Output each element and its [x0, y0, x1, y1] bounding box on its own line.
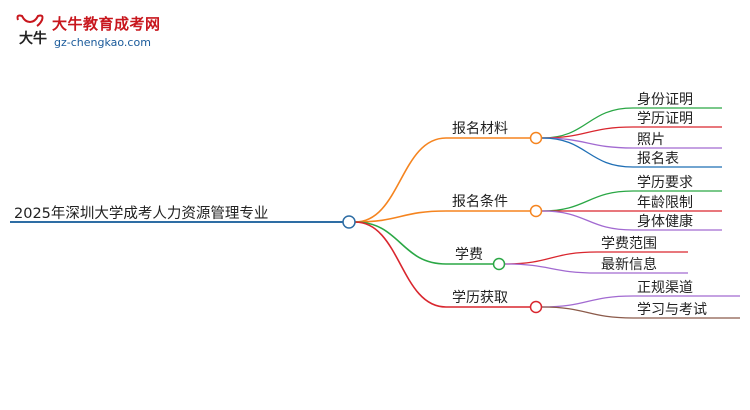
leaf-edge	[541, 295, 634, 308]
branch-node-circle[interactable]	[529, 204, 543, 218]
leaf-topic[interactable]: 照片	[637, 132, 665, 148]
site-brand-name: 大牛教育成考网	[52, 15, 161, 33]
branch-node-circle[interactable]	[529, 131, 543, 145]
branch-edge	[354, 221, 447, 308]
branch-topic[interactable]: 学费	[455, 247, 483, 263]
leaf-edge	[541, 190, 634, 212]
site-url: gz-chengkao.com	[54, 36, 151, 49]
branch-topic[interactable]: 报名材料	[452, 121, 508, 137]
mind-map-edges	[10, 107, 740, 319]
leaf-topic[interactable]: 年龄限制	[637, 195, 693, 211]
leaf-topic[interactable]: 身体健康	[637, 213, 693, 230]
branch-node-circle[interactable]	[492, 257, 506, 271]
leaf-topic[interactable]: 学费范围	[601, 235, 657, 252]
logo-mark-text: 大牛	[19, 30, 47, 47]
branch-edge	[354, 210, 447, 223]
branch-topic[interactable]: 学历获取	[452, 290, 508, 306]
branch-node-circle[interactable]	[529, 300, 543, 314]
leaf-topic[interactable]: 学历证明	[637, 111, 693, 127]
branch-edge	[354, 137, 447, 223]
leaf-topic[interactable]: 身份证明	[637, 92, 693, 108]
branch-edge	[354, 221, 447, 265]
bull-logo-icon: 大牛	[16, 14, 47, 47]
site-logo[interactable]: 大牛 大牛教育成考网 gz-chengkao.com	[12, 12, 172, 54]
leaf-edge	[504, 251, 598, 265]
leaf-topic[interactable]: 最新信息	[601, 256, 657, 273]
mind-map-nodes: 2025年深圳大学成考人力资源管理专业 报名材料 身份证明学历证明照片报名表报名条件…	[14, 92, 707, 318]
leaf-edge	[541, 210, 634, 231]
leaf-topic[interactable]: 学历要求	[637, 175, 693, 191]
leaf-edge	[541, 306, 634, 319]
leaf-edge	[504, 263, 598, 274]
leaf-topic[interactable]: 正规渠道	[637, 280, 693, 296]
branch-topic[interactable]: 报名条件	[452, 193, 508, 210]
root-node-circle[interactable]	[342, 215, 356, 229]
leaf-topic[interactable]: 报名表	[637, 151, 679, 167]
leaf-topic[interactable]: 学习与考试	[637, 302, 707, 318]
leaf-edge	[541, 126, 634, 139]
root-topic[interactable]: 2025年深圳大学成考人力资源管理专业	[14, 205, 268, 222]
leaf-edge	[541, 137, 634, 168]
leaf-edge	[541, 107, 634, 139]
